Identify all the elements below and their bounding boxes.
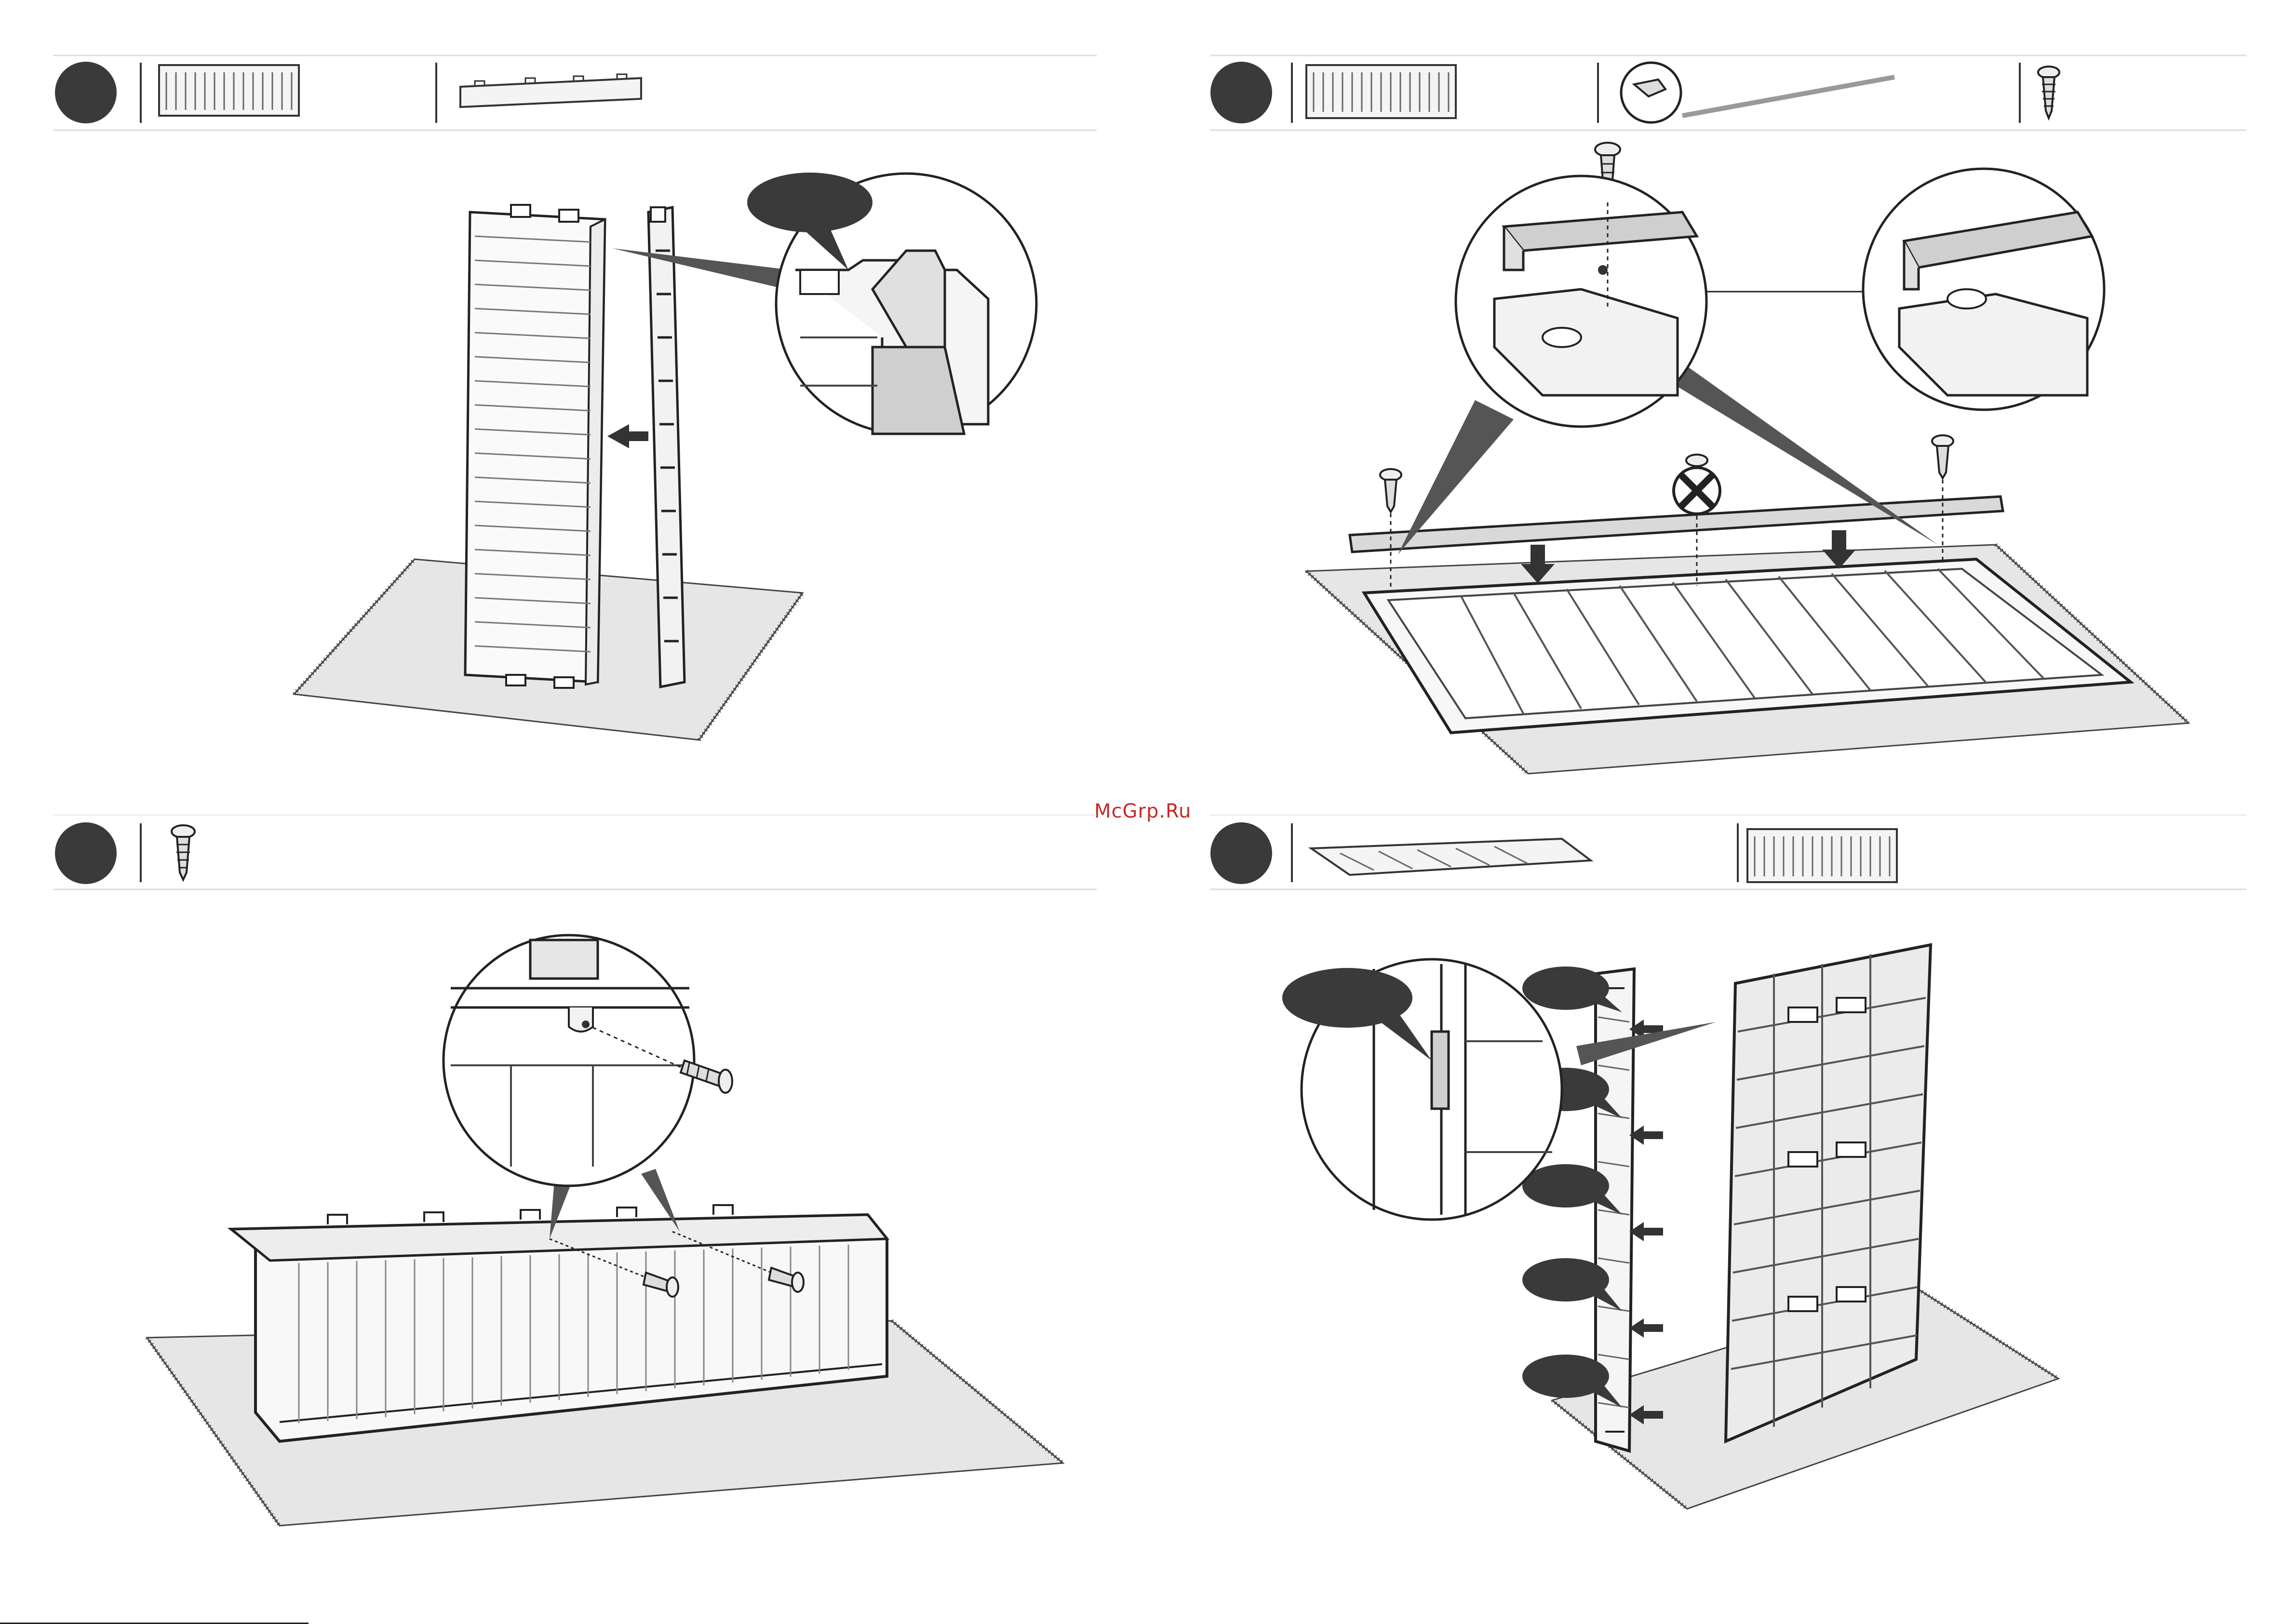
top-rail-icon xyxy=(460,74,641,107)
side-panel-front xyxy=(465,205,605,688)
detail-magnifier-left xyxy=(1456,176,1706,427)
step-badge xyxy=(55,62,117,123)
insert-arrow xyxy=(607,424,648,448)
step-2-illustration xyxy=(1147,0,2296,810)
side-panel-icon xyxy=(1747,829,1897,882)
step-1-panel xyxy=(0,0,1128,810)
back-panel xyxy=(1726,945,1931,1441)
screw-icon xyxy=(2038,67,2059,118)
step-4-panel xyxy=(1147,815,2296,1624)
detail-magnifier-right xyxy=(1863,169,2104,410)
side-panel-icon xyxy=(1306,65,1456,118)
base-frame-icon xyxy=(1311,839,1591,875)
step-1-illustration xyxy=(0,0,1128,810)
step-3-panel xyxy=(0,815,1128,1624)
detail-label-bubble xyxy=(747,173,873,232)
step-badge xyxy=(55,822,117,884)
screw-icon xyxy=(172,825,195,880)
step-badge xyxy=(1210,62,1272,123)
detail-magnifier xyxy=(443,935,709,1186)
step-2-panel xyxy=(1147,0,2296,810)
step-badge xyxy=(1210,822,1272,884)
metal-rail-icon xyxy=(1621,63,1894,122)
step-4-illustration xyxy=(1147,815,2296,1624)
step-3-illustration xyxy=(0,815,1128,1624)
side-panel-icon xyxy=(159,65,299,116)
